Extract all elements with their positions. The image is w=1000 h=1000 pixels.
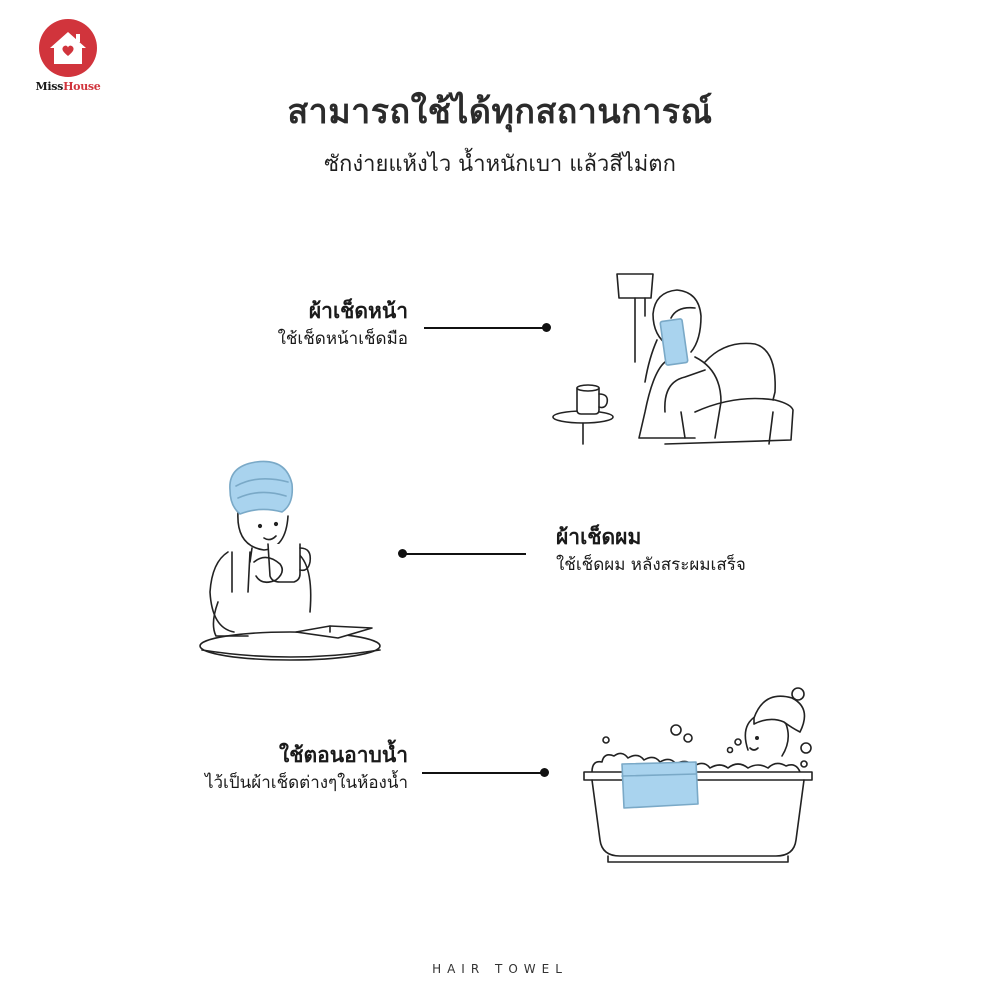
brand-name-part2: House — [63, 80, 101, 93]
connector-dot — [398, 549, 407, 558]
use-description: ใช้เช็ดหน้าเช็ดมือ — [277, 329, 408, 349]
connector-dot — [542, 323, 551, 332]
use-description: ใช้เช็ดผม หลังสระผมเสร็จ — [556, 555, 746, 575]
footer-label: HAIR TOWEL — [432, 962, 568, 976]
woman-hair-towel-illustration — [199, 460, 381, 661]
use-item-face-towel: ผ้าเช็ดหน้า ใช้เช็ดหน้าเช็ดมือ — [278, 296, 408, 352]
page-title: สามารถใช้ได้ทุกสถานการณ์ — [287, 92, 713, 132]
woman-armchair-illustration — [552, 273, 794, 445]
brand-name: MissHouse — [30, 80, 106, 93]
page-subtitle: ซักง่ายแห้งไว น้ำหนักเบา แล้วสีไม่ตก — [324, 152, 676, 177]
use-item-bath: ใช้ตอนอาบน้ำ ไว้เป็นผ้าเช็ดต่างๆในห้องน้… — [205, 740, 408, 796]
connector-line — [424, 327, 546, 329]
connector-dot — [540, 768, 549, 777]
use-title: ผ้าเช็ดหน้า — [308, 299, 408, 323]
connector-line — [404, 553, 526, 555]
woman-bathtub-illustration — [583, 687, 813, 863]
use-item-hair-towel: ผ้าเช็ดผม ใช้เช็ดผม หลังสระผมเสร็จ — [556, 522, 746, 578]
use-title: ผ้าเช็ดผม — [556, 525, 642, 549]
connector-line — [422, 772, 544, 774]
brand-name-part1: Miss — [35, 80, 64, 93]
brand-logo: MissHouse — [30, 18, 106, 100]
use-title: ใช้ตอนอาบน้ำ — [279, 743, 408, 767]
use-description: ไว้เป็นผ้าเช็ดต่างๆในห้องน้ำ — [204, 773, 408, 793]
house-heart-icon — [39, 19, 97, 77]
